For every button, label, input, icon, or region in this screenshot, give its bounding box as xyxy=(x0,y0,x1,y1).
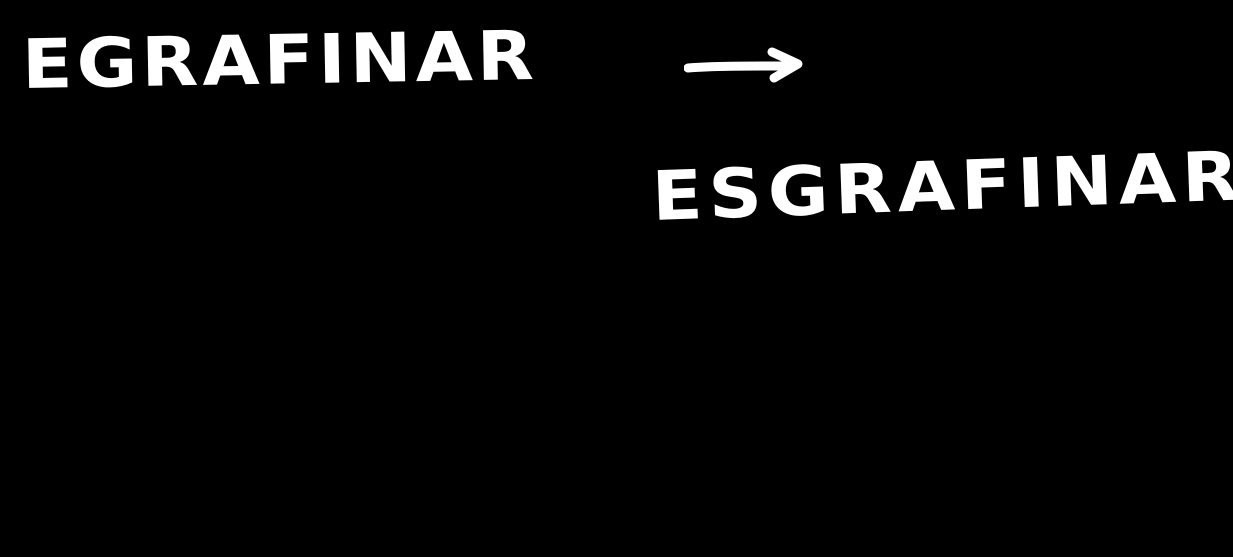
arrow-right-icon xyxy=(684,47,803,83)
source-word: EGRAFINAR xyxy=(21,16,539,105)
target-word: ESGRAFINAR xyxy=(650,136,1233,237)
